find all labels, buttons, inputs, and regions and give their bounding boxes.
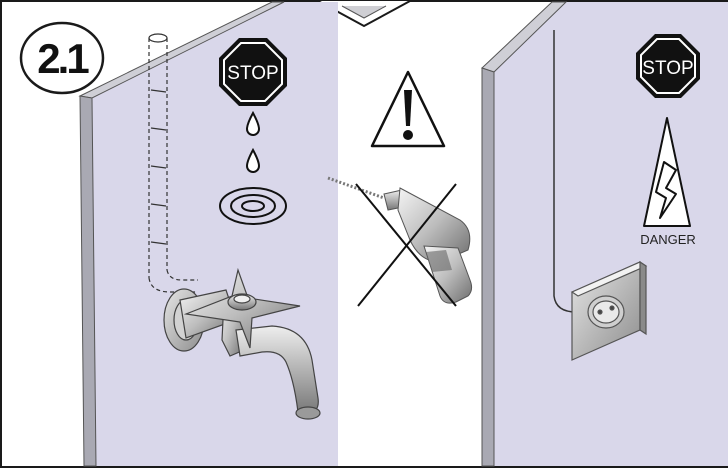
exclamation-warning-icon: [370, 70, 446, 148]
hidden-water-pipe: [148, 33, 198, 293]
stop-sign-left-text: STOP: [227, 63, 278, 84]
water-faucet: [163, 267, 321, 420]
stop-sign-right: STOP: [636, 34, 700, 98]
water-leak-icon: [219, 110, 287, 225]
step-number-badge: 2.1: [19, 21, 105, 95]
step-label: 2.1: [37, 35, 89, 82]
right-wall: [481, 1, 728, 467]
drill-prohibited-icon: [327, 176, 473, 307]
wall-socket: [570, 260, 648, 361]
stop-sign-left: STOP: [219, 38, 287, 106]
stop-sign-right-text: STOP: [642, 58, 693, 79]
danger-label: DANGER: [640, 232, 696, 247]
high-voltage-icon: DANGER: [640, 117, 696, 247]
